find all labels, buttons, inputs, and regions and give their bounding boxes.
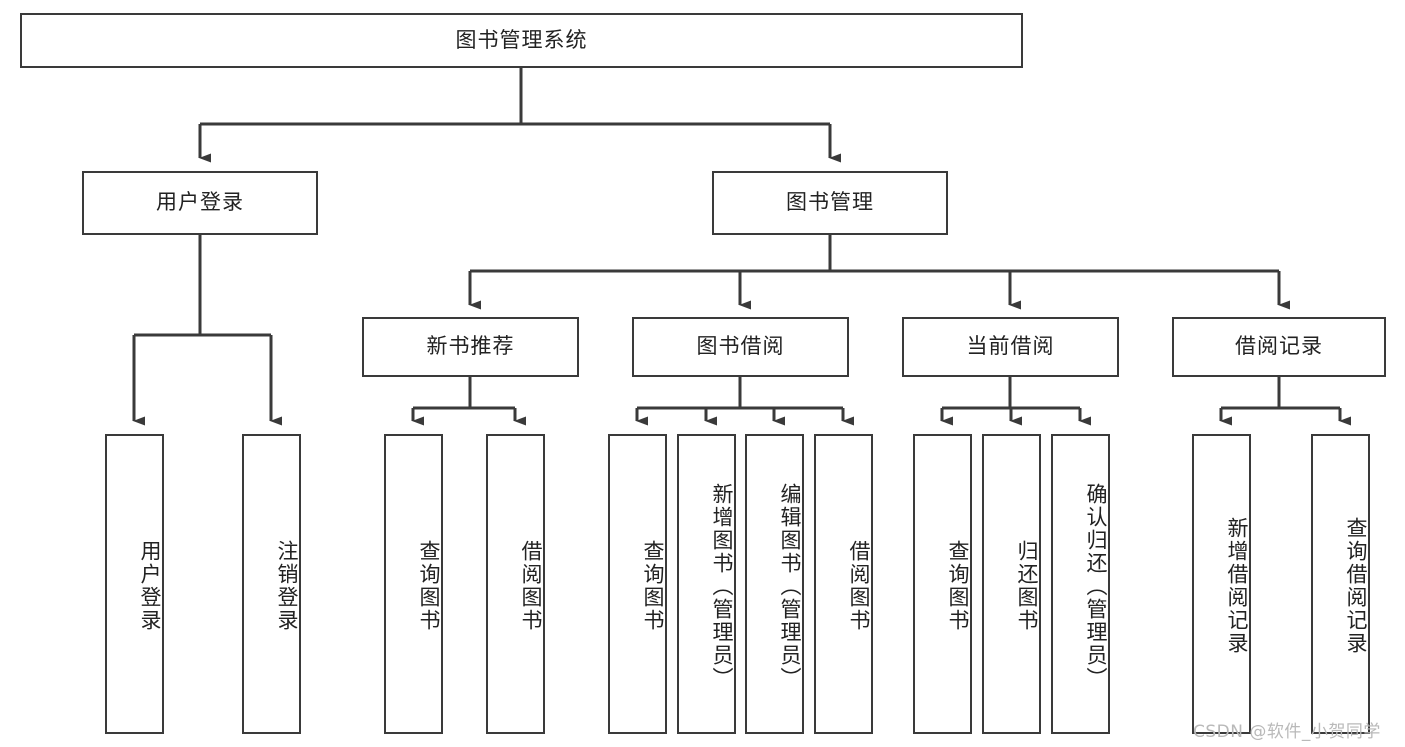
csdn-watermark: CSDN @软件_小贺同学	[1193, 722, 1381, 742]
leaf-borrow-add-book-admin-label: 新增图书（管理员）	[710, 482, 734, 690]
node-new-book-recommend-label: 新书推荐	[426, 334, 515, 359]
leaf-user-login-label: 用户登录	[138, 540, 162, 632]
leaf-newbook-query-book[interactable]: 查询图书	[384, 434, 443, 734]
leaf-borrow-edit-book-admin[interactable]: 编辑图书（管理员）	[745, 434, 804, 734]
node-book-borrow-label: 图书借阅	[696, 334, 785, 359]
leaf-newbook-borrow-book-label: 借阅图书	[519, 540, 543, 632]
leaf-current-return-book-label: 归还图书	[1015, 540, 1039, 632]
leaf-current-query-book-label: 查询图书	[946, 540, 970, 632]
node-root[interactable]: 图书管理系统	[20, 13, 1023, 68]
leaf-borrow-add-book-admin[interactable]: 新增图书（管理员）	[677, 434, 736, 734]
node-user-login[interactable]: 用户登录	[82, 171, 318, 235]
node-borrow-record[interactable]: 借阅记录	[1172, 317, 1386, 377]
leaf-newbook-query-book-label: 查询图书	[417, 540, 441, 632]
leaf-logout[interactable]: 注销登录	[242, 434, 301, 734]
node-user-login-label: 用户登录	[156, 190, 244, 215]
leaf-record-add-record[interactable]: 新增借阅记录	[1192, 434, 1251, 734]
leaf-borrow-query-book-label: 查询图书	[641, 540, 665, 632]
node-book-management[interactable]: 图书管理	[712, 171, 948, 235]
leaf-current-confirm-return-admin[interactable]: 确认归还（管理员）	[1051, 434, 1110, 734]
leaf-current-return-book[interactable]: 归还图书	[982, 434, 1041, 734]
node-book-management-label: 图书管理	[786, 190, 874, 215]
leaf-borrow-query-book[interactable]: 查询图书	[608, 434, 667, 734]
leaf-borrow-edit-book-admin-label: 编辑图书（管理员）	[778, 482, 802, 690]
node-book-borrow[interactable]: 图书借阅	[632, 317, 849, 377]
leaf-logout-label: 注销登录	[275, 540, 299, 632]
node-current-borrow[interactable]: 当前借阅	[902, 317, 1119, 377]
node-new-book-recommend[interactable]: 新书推荐	[362, 317, 579, 377]
leaf-borrow-borrow-book[interactable]: 借阅图书	[814, 434, 873, 734]
leaf-current-query-book[interactable]: 查询图书	[913, 434, 972, 734]
leaf-current-confirm-return-admin-label: 确认归还（管理员）	[1084, 482, 1108, 690]
leaf-record-query-record[interactable]: 查询借阅记录	[1311, 434, 1370, 734]
node-root-label: 图书管理系统	[455, 27, 588, 52]
node-current-borrow-label: 当前借阅	[966, 334, 1055, 359]
leaf-record-add-record-label: 新增借阅记录	[1225, 517, 1249, 655]
node-borrow-record-label: 借阅记录	[1235, 334, 1323, 359]
leaf-record-query-record-label: 查询借阅记录	[1344, 517, 1368, 655]
leaf-user-login[interactable]: 用户登录	[105, 434, 164, 734]
leaf-borrow-borrow-book-label: 借阅图书	[847, 540, 871, 632]
leaf-newbook-borrow-book[interactable]: 借阅图书	[486, 434, 545, 734]
